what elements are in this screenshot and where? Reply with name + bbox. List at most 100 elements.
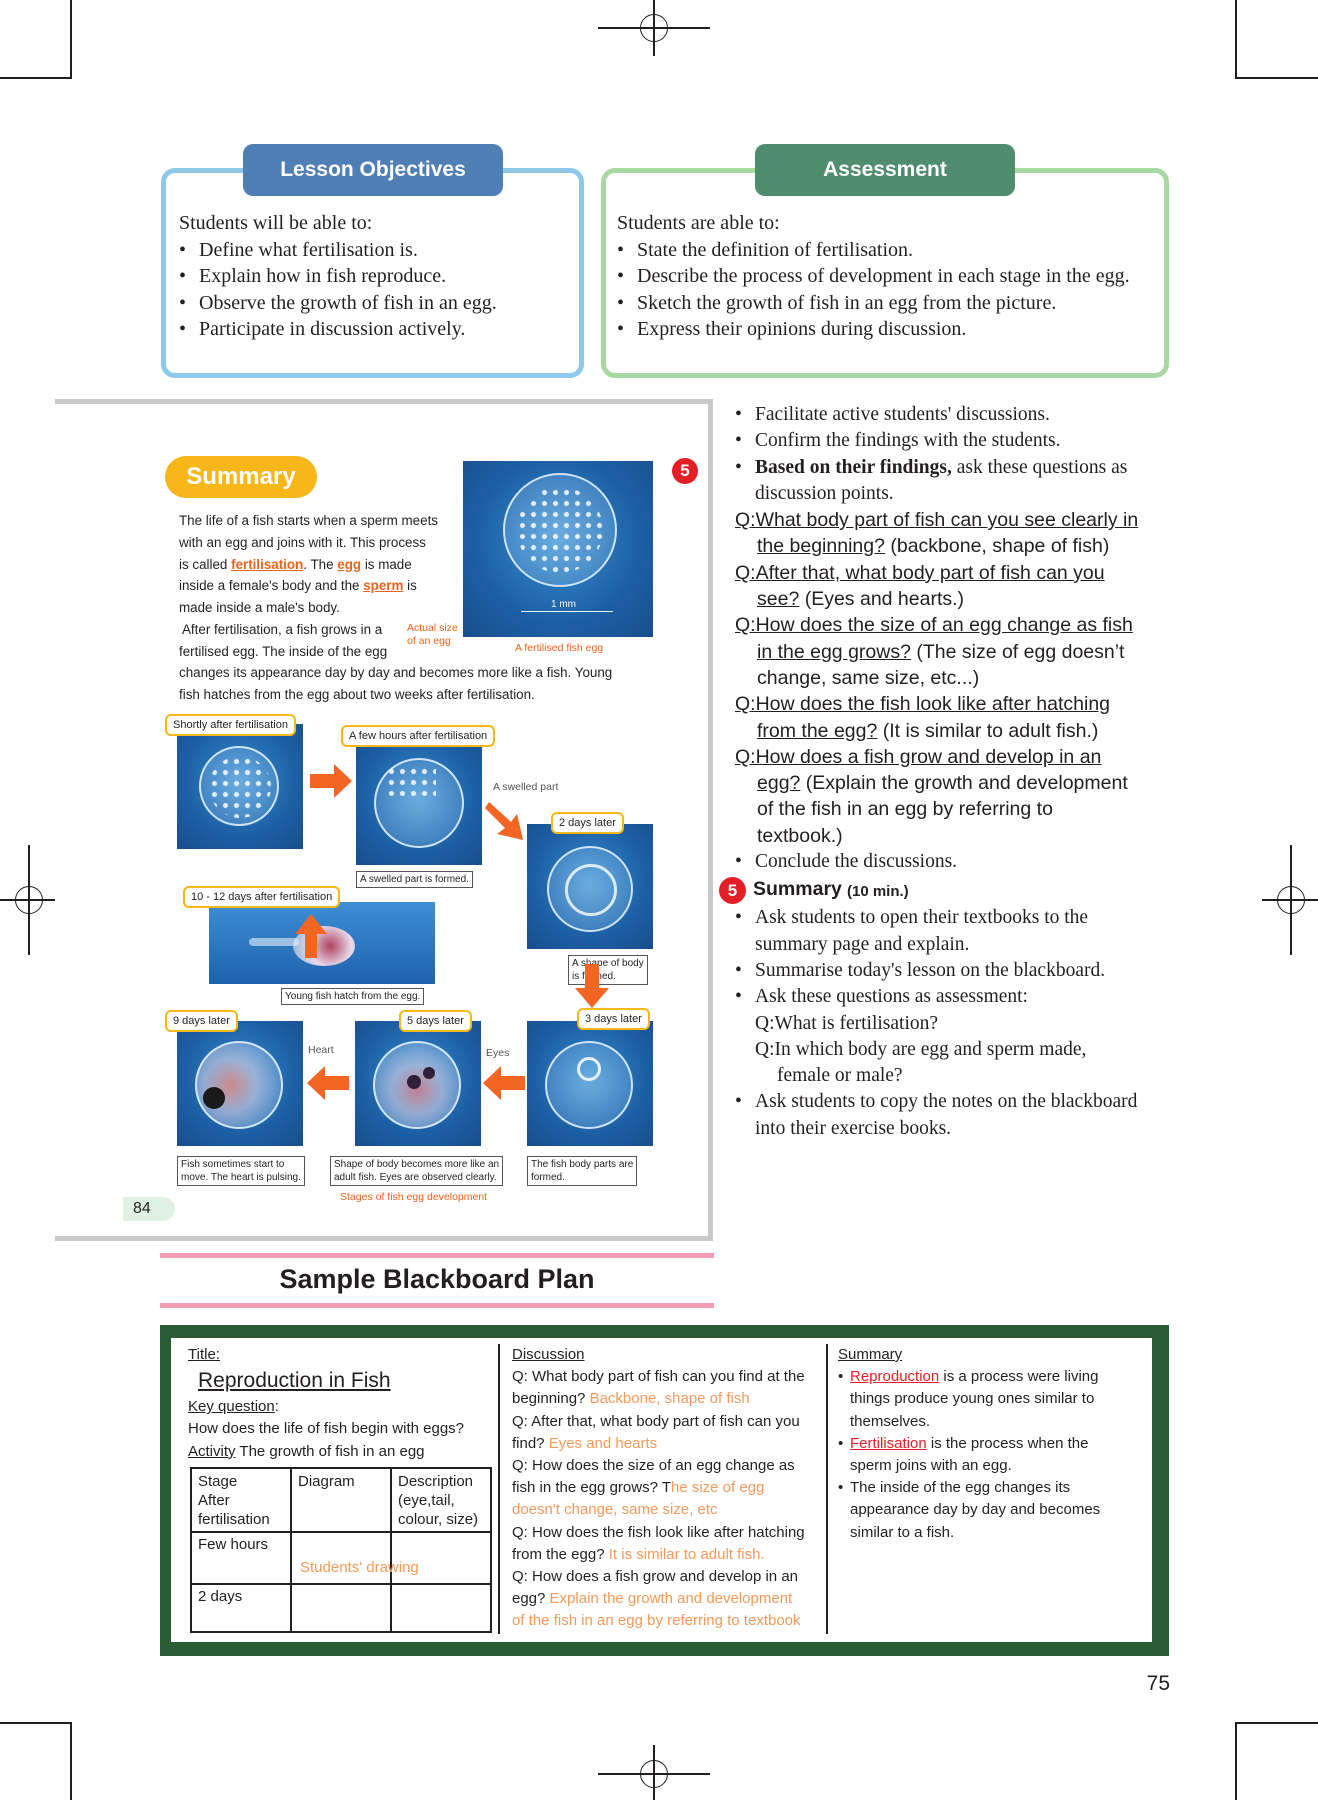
stages-caption: Stages of fish egg development [340, 1191, 488, 1203]
table-header-description: Description(eye,tail,colour, size) [398, 1473, 479, 1528]
discussion-line: beginning? Backbone, shape of fish [512, 1390, 750, 1408]
objectives-intro: Students will be able to: [179, 212, 373, 234]
crop-mark [1235, 77, 1318, 79]
text-line: fertilised egg. The inside of the egg [179, 643, 388, 659]
text-line: After fertilisation, a fish grows in a [182, 621, 383, 637]
crop-mark [1235, 1722, 1318, 1724]
actual-size-label: Actual size of an egg [407, 622, 458, 647]
objective-item: Observe the growth of fish in an egg. [179, 290, 579, 317]
blackboard-summary-column: Summary •Reproduction is a process were … [838, 1344, 1148, 1544]
note-bullet: •Ask these questions as assessment: [735, 986, 1028, 1008]
summary-section-heading: 5 Summary (10 min.) [719, 875, 1175, 905]
text-line: The life of a fish starts when a sperm m… [179, 513, 438, 528]
summary-line: things produce young ones similar to [850, 1390, 1095, 1408]
caption: Young fish hatch from the egg. [281, 988, 425, 1005]
note-continuation: female or male? [777, 1065, 903, 1087]
registration-mark [640, 14, 668, 42]
stage-photo-2-days [527, 824, 653, 949]
pink-rule [160, 1253, 714, 1258]
text-line: changes its appearance day by day and be… [179, 665, 613, 680]
summary-line: sperm joins with an egg. [850, 1457, 1012, 1475]
summary-heading: Summary [753, 878, 842, 901]
annotation-swelled-part: A swelled part [493, 781, 559, 793]
key-question: How does the life of fish begin with egg… [188, 1420, 464, 1438]
discussion-line: fish in the egg grows? The size of egg [512, 1479, 765, 1497]
textbook-page: Summary 5 The life of a fish starts when… [55, 399, 713, 1241]
discussion-line: Q: What body part of fish can you find a… [512, 1368, 805, 1386]
stage-photo-shortly-after [177, 724, 303, 849]
summary-point: •Fertilisation is the process when the [838, 1434, 1089, 1452]
stage-photo-5-days [355, 1021, 481, 1146]
arrow-left-icon [307, 1066, 349, 1100]
objectives-list: Students will be able to: Define what fe… [179, 210, 579, 343]
registration-mark [1277, 886, 1305, 914]
table-cell: Few hours [198, 1536, 269, 1553]
note-continuation: into their exercise books. [755, 1117, 952, 1139]
textbook-summary-title: Summary [165, 456, 317, 498]
blackboard-title-column: Title: Reproduction in Fish Key question… [188, 1344, 488, 1463]
key-question-label: Key question: [188, 1398, 279, 1416]
textbook-paragraph: changes its appearance day by day and be… [179, 662, 699, 706]
table-cell: 2 days [198, 1588, 243, 1605]
assessment-question: Q:In which body are egg and sperm made, [755, 1038, 1087, 1060]
scale-label: 1 mm [551, 599, 576, 610]
page-number: 75 [1146, 1672, 1170, 1695]
note-bullet: •Summarise today's lesson on the blackbo… [735, 959, 1106, 981]
text-line: inside a female's body and the sperm is [179, 578, 417, 594]
note-bullet: •Conclude the discussions. [735, 851, 958, 873]
arrow-right-icon [310, 764, 352, 798]
summary-label: Summary [838, 1346, 903, 1363]
textbook-paragraph: The life of a fish starts when a sperm m… [179, 510, 519, 663]
discussion-line: from the egg? It is similar to adult fis… [512, 1545, 765, 1563]
crop-mark [1235, 0, 1237, 78]
stage-label: 5 days later [399, 1010, 472, 1032]
assessment-item: Sketch the growth of fish in an egg from… [617, 290, 1165, 317]
stage-photo-hatching [209, 902, 435, 984]
keyword-sperm: sperm [363, 578, 404, 594]
arrow-down-icon [575, 964, 609, 1008]
discussion-line: Q: How does the size of an egg change as [512, 1457, 795, 1475]
discussion-line: Q: After that, what body part of fish ca… [512, 1412, 800, 1430]
blackboard-divider [498, 1344, 500, 1634]
discussion-line: Q: How does a fish grow and develop in a… [512, 1568, 799, 1586]
arrow-down-right-icon [485, 802, 523, 840]
stage-label: Shortly after fertilisation [165, 714, 296, 736]
discussion-question: Q:What body part of fish can you see cle… [735, 509, 1139, 847]
stage-label: 9 days later [165, 1010, 238, 1032]
textbook-page-number: 84 [123, 1197, 175, 1221]
discussion-line: find? Eyes and hearts [512, 1434, 658, 1452]
note-bullet: •Facilitate active students' discussions… [735, 404, 1050, 425]
note-bullet: •Confirm the findings with the students. [735, 430, 1061, 452]
assessment-intro: Students are able to: [617, 212, 780, 234]
registration-mark [15, 886, 43, 914]
crop-mark [0, 1722, 72, 1724]
blackboard [171, 1338, 1152, 1642]
activity-line: Activity The growth of fish in an egg [188, 1442, 425, 1460]
table-header-diagram: Diagram [298, 1473, 355, 1490]
lesson-title: Reproduction in Fish [198, 1369, 391, 1393]
fertilised-egg-photo: 1 mm [463, 461, 653, 637]
discussion-line: doesn't change, same size, etc [512, 1501, 718, 1519]
assessment-item: Express their opinions during discussion… [617, 316, 1165, 343]
summary-line: similar to a fish. [850, 1523, 955, 1541]
assessment-list: Students are able to: State the definiti… [617, 210, 1165, 343]
discussion-line: egg? Explain the growth and development [512, 1590, 793, 1608]
crop-mark [0, 77, 72, 79]
blackboard-discussion-column: Discussion Q: What body part of fish can… [512, 1344, 822, 1633]
summary-line: appearance day by day and becomes [850, 1501, 1101, 1519]
stage-label: 2 days later [551, 812, 624, 834]
arrow-up-icon [295, 914, 327, 958]
title-label: Title: [188, 1346, 220, 1363]
note-bullet: •Ask students to copy the notes on the b… [735, 1091, 1138, 1113]
stage-label: A few hours after fertilisation [341, 725, 496, 747]
fertilised-egg-caption: A fertilised fish egg [515, 642, 604, 654]
discussion-line: of the fish in an egg by referring to te… [512, 1612, 801, 1630]
arrow-left-icon [483, 1066, 525, 1100]
text-line: with an egg and joins with it. This proc… [179, 534, 426, 550]
objectives-heading: Lesson Objectives [243, 144, 503, 196]
objective-item: Explain how in fish reproduce. [179, 263, 579, 290]
